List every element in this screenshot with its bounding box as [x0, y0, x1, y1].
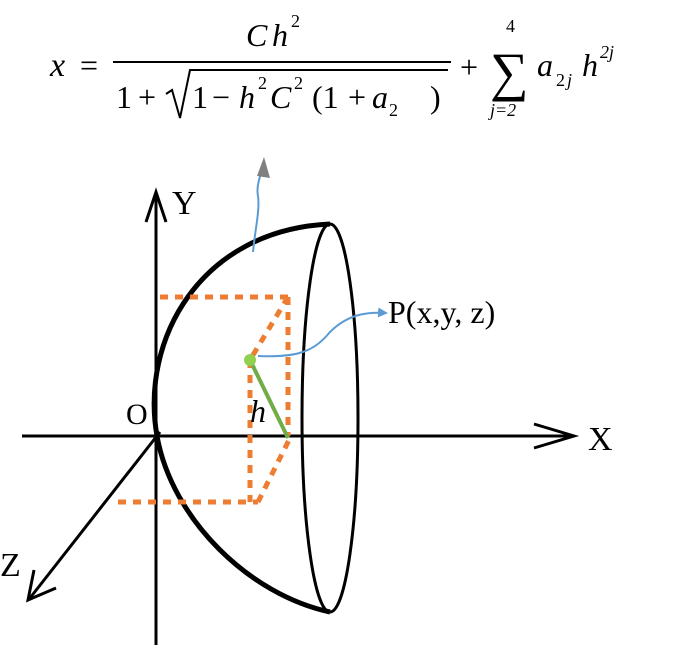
sigma-symbol: ∑: [490, 42, 529, 102]
aspheric-formula: x = C h 2 1 + 1 − h 2 C 2 (1 + a 2 ) + 4…: [49, 11, 614, 120]
sum-lower-limit: j=2: [488, 100, 516, 120]
sum-upper-limit: 4: [506, 16, 515, 36]
den-h-exp: 2: [258, 73, 267, 93]
h-segment: [248, 359, 290, 439]
y-axis-label: Y: [172, 185, 197, 222]
surface-callout-arrowhead: [257, 157, 270, 178]
term-h-exp: 2j: [600, 42, 614, 62]
x-axis-label: X: [588, 421, 613, 458]
surface-rim-ellipse: [300, 222, 360, 614]
den-inner-one: 1: [192, 79, 208, 115]
z-axis-arrowhead: [25, 569, 57, 603]
numerator-h: h: [272, 17, 288, 53]
x-axis-arrowhead: [533, 422, 580, 450]
coordinate-axes: Y X Z O: [0, 185, 613, 645]
y-axis-arrowhead: [144, 187, 168, 223]
aspheric-surface: [151, 221, 360, 615]
point-callout-arrow: [257, 307, 388, 358]
origin-label: O: [126, 398, 148, 431]
den-one: 1: [116, 79, 132, 115]
den-a: a: [372, 79, 388, 115]
term-a: a: [537, 47, 553, 83]
formula-plus: +: [460, 49, 478, 85]
den-plus: +: [138, 79, 156, 115]
den-plus2: +: [348, 79, 366, 115]
den-h: h: [239, 79, 255, 115]
formula-equals: =: [80, 47, 98, 83]
z-axis: [28, 431, 162, 599]
numerator-exp: 2: [291, 11, 300, 31]
term-h: h: [582, 47, 598, 83]
sqrt-sign: [165, 69, 448, 119]
den-paren-open: (1: [312, 79, 339, 115]
point-label: P(x,y, z): [388, 294, 495, 330]
den-C: C: [270, 79, 292, 115]
z-axis-label: Z: [0, 547, 21, 584]
den-paren-close: ): [430, 79, 441, 115]
term-a-sub-j: j: [565, 70, 572, 90]
dash-top-diagonal: [247, 295, 291, 362]
den-minus: −: [212, 79, 230, 115]
point-p-marker: [244, 354, 256, 366]
dash-bottom-diagonal: [255, 436, 293, 504]
term-a-sub: 2: [556, 70, 565, 90]
den-C-exp: 2: [294, 73, 303, 93]
surface-profile: [151, 221, 331, 615]
den-a-sub: 2: [389, 100, 398, 120]
projection-box: [118, 294, 293, 505]
formula-x: x: [49, 47, 65, 84]
h-label: h: [250, 393, 266, 429]
numerator-C: C: [246, 17, 268, 53]
